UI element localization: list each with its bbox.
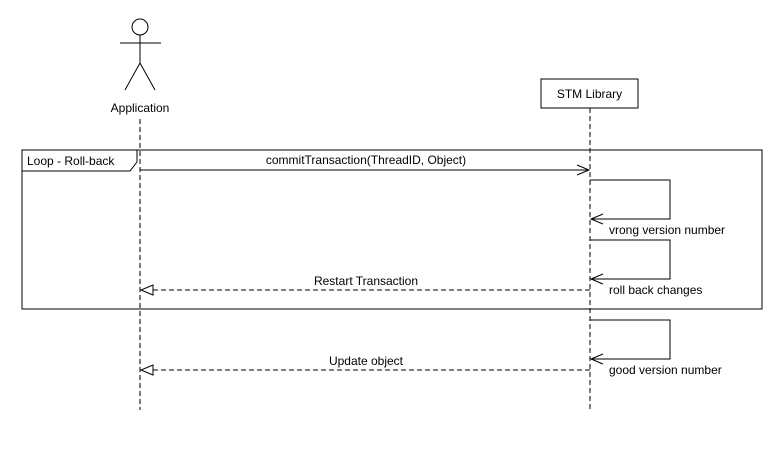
message-commit-transaction[interactable]: commitTransaction(ThreadID, Object) [140, 153, 589, 170]
loop-fragment-frame [21, 149, 763, 310]
participant-box [540, 78, 639, 109]
loop-fragment-label: Loop - Roll-back [27, 154, 115, 168]
actor-application[interactable]: Application [111, 18, 170, 115]
self-message-arrow [590, 239, 671, 279]
return-restart-transaction[interactable]: Restart Transaction [141, 274, 590, 290]
self-message-roll-back[interactable]: roll back changes [590, 239, 702, 297]
message-label: commitTransaction(ThreadID, Object) [266, 153, 466, 167]
loop-fragment[interactable]: Loop - Roll-back [21, 149, 763, 310]
return-label: Update object [329, 354, 404, 368]
actor-application-label: Application [111, 101, 170, 115]
actor-figure-icon [120, 18, 161, 91]
return-update-object[interactable]: Update object [141, 354, 590, 370]
return-label: Restart Transaction [314, 274, 418, 288]
self-message-label: roll back changes [609, 283, 702, 297]
self-message-good-version[interactable]: good version number [590, 319, 722, 377]
self-message-label: good version number [609, 363, 722, 377]
self-message-label: vrong version number [609, 223, 725, 237]
self-message-wrong-version[interactable]: vrong version number [590, 179, 725, 237]
participant-stm-library[interactable]: STM Library [540, 78, 639, 109]
participant-stm-library-label: STM Library [557, 87, 622, 101]
loop-fragment-tab [21, 149, 138, 172]
self-message-arrow [590, 319, 671, 359]
self-message-arrow [590, 179, 671, 219]
